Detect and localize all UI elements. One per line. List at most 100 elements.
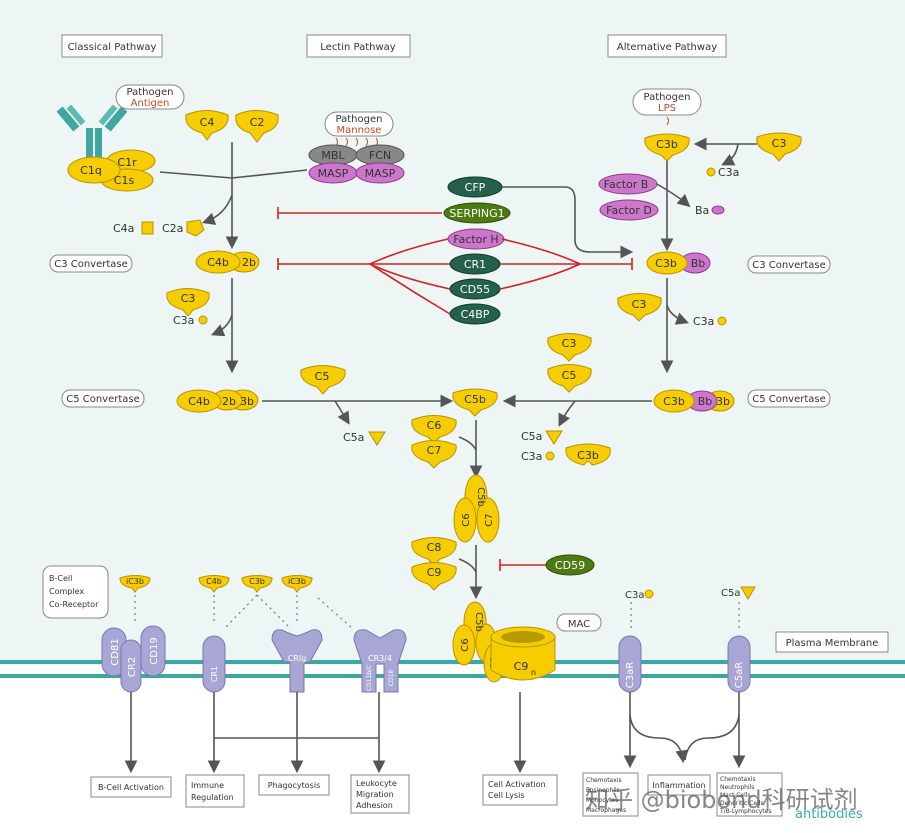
factor-b: Factor B xyxy=(598,173,658,195)
watermark: 知乎 @biobond科研试剂 xyxy=(585,786,858,814)
svg-text:C4b: C4b xyxy=(188,395,210,408)
svg-text:C3a: C3a xyxy=(718,166,739,179)
svg-text:C2: C2 xyxy=(250,116,265,129)
svg-text:Complex: Complex xyxy=(49,587,84,596)
svg-text:C2a: C2a xyxy=(162,222,183,235)
ba-fragment: Ba xyxy=(695,204,725,217)
svg-text:知乎 @biobond科研试剂: 知乎 @biobond科研试剂 xyxy=(585,786,858,814)
svg-text:Ba: Ba xyxy=(695,204,709,217)
c5-top: C5 xyxy=(300,365,346,395)
bcell-coreceptor-label: B-Cell Complex Co-Receptor xyxy=(42,565,109,619)
c3a-release-classical-arrow xyxy=(211,314,233,337)
pathogen-antigen-classical: Pathogen Antigen xyxy=(115,84,185,110)
c3a-release-alt-mid-arrow xyxy=(666,304,689,325)
svg-text:C5a: C5a xyxy=(343,431,364,444)
outcome-inflammation: Inflammation xyxy=(647,774,711,796)
receptor-crig: CRIg xyxy=(271,629,323,693)
svg-text:LPS: LPS xyxy=(658,103,676,114)
regulator-cfp: CFP xyxy=(447,176,503,198)
c3a-ligand-membrane: C3a xyxy=(625,589,654,632)
outcome-bcell-activation: B-Cell Activation xyxy=(90,776,172,798)
svg-text:Adhesion: Adhesion xyxy=(356,801,393,810)
svg-text:C5: C5 xyxy=(562,369,577,382)
mbl-fcn-masp-complex: MBL FCN MASP MASP xyxy=(308,144,405,184)
regulator-c4bp: C4BP xyxy=(449,303,501,325)
brand-logo: antibodies xyxy=(795,807,863,822)
svg-text:C9: C9 xyxy=(514,660,529,673)
svg-text:C7: C7 xyxy=(484,513,495,526)
pathway-header-classical: Classical Pathway xyxy=(61,34,163,58)
svg-text:Classical Pathway: Classical Pathway xyxy=(68,42,157,53)
svg-text:CFP: CFP xyxy=(465,181,486,194)
c3b-alternative-top: C3b xyxy=(644,133,690,162)
svg-text:Factor B: Factor B xyxy=(604,178,649,191)
svg-text:C4BP: C4BP xyxy=(461,308,490,321)
ligand-ic3b: iC3b xyxy=(281,575,313,593)
svg-text:Immune: Immune xyxy=(191,781,224,790)
c3b-right: C3b xyxy=(565,443,611,466)
svg-text:Mannose: Mannose xyxy=(337,125,382,136)
receptor-cd81-cr2-cd19: CD81 CR2 CD19 xyxy=(101,625,166,693)
svg-text:C6: C6 xyxy=(460,638,471,651)
c3a-right: C3a xyxy=(521,450,555,463)
factor-d: Factor D xyxy=(599,199,659,221)
svg-text:Bb: Bb xyxy=(698,395,713,408)
svg-text:C3a: C3a xyxy=(173,314,194,327)
c3-alt-mid: C3 xyxy=(617,293,662,322)
svg-text:C3a: C3a xyxy=(693,315,714,328)
svg-text:Antigen: Antigen xyxy=(131,98,170,109)
c9-protein: C9 xyxy=(411,562,457,591)
c5a-release-alt-arrow xyxy=(558,400,576,427)
regulator-factor-h: Factor H xyxy=(447,228,505,250)
svg-text:Cell Activation: Cell Activation xyxy=(488,780,546,789)
svg-text:CD18: CD18 xyxy=(388,670,395,687)
ligand-c4b: C4b xyxy=(198,575,230,593)
c5b: C5b xyxy=(452,388,498,417)
svg-text:C3: C3 xyxy=(772,137,787,150)
svg-text:C3: C3 xyxy=(632,298,647,311)
svg-text:Plasma Membrane: Plasma Membrane xyxy=(786,638,879,649)
c3a-release-alt-top-arrow xyxy=(721,143,739,166)
svg-text:iC3b: iC3b xyxy=(288,577,306,586)
outcome-leukocyte-migration: Leukocyte Migration Adhesion xyxy=(350,774,410,814)
c3-convertase-label-right: C3 Convertase xyxy=(747,255,831,274)
svg-text:C3b: C3b xyxy=(577,449,599,462)
receptor-c5ar: C5aR xyxy=(727,635,751,693)
plasma-membrane xyxy=(0,660,905,678)
svg-text:Regulation: Regulation xyxy=(191,793,234,802)
svg-text:Factor H: Factor H xyxy=(453,233,498,246)
svg-text:C1r: C1r xyxy=(117,156,137,169)
c3-classical: C3 xyxy=(166,288,210,317)
svg-text:Monocytes: Monocytes xyxy=(586,797,618,804)
c4-protein: C4 xyxy=(185,110,229,141)
plasma-membrane-label: Plasma Membrane xyxy=(775,631,889,653)
c4b2b3b-convertase: C4b 2b 3b xyxy=(176,389,259,413)
svg-text:FCN: FCN xyxy=(369,149,391,162)
svg-text:CD19: CD19 xyxy=(149,637,160,664)
c5b67-complex: C5b C6 C7 xyxy=(453,474,500,543)
svg-text:C5b: C5b xyxy=(473,612,484,632)
svg-text:MBL: MBL xyxy=(321,149,345,162)
factor-b-cleavage-arrow xyxy=(656,183,691,208)
svg-text:MASP: MASP xyxy=(318,167,349,180)
svg-text:C3: C3 xyxy=(562,337,577,350)
svg-text:C3a: C3a xyxy=(521,450,542,463)
svg-text:Pathogen: Pathogen xyxy=(127,87,174,98)
mac-label: MAC xyxy=(556,613,602,632)
c3bbb-convertase: C3b Bb xyxy=(646,251,711,275)
regulator-serping1: SERPING1 xyxy=(443,202,511,224)
mac-complex: C5b C6 C8 C9 n xyxy=(452,601,556,683)
c4a-c2a-release-arrow xyxy=(201,194,233,225)
svg-text:Chemotaxis: Chemotaxis xyxy=(586,777,622,784)
c6-c7-join-line xyxy=(458,436,477,451)
svg-text:B-Cell Activation: B-Cell Activation xyxy=(98,783,164,792)
outcome-chemotaxis-neutrophils: Chemotaxis Neutrophils Mast Cells Dendri… xyxy=(716,772,783,817)
outcome-phagocytosis: Phagocytosis xyxy=(258,774,330,796)
svg-text:Pathogen: Pathogen xyxy=(336,114,383,125)
pathogen-mannose-lectin: Pathogen Mannose xyxy=(324,111,394,147)
svg-text:C5: C5 xyxy=(315,370,330,383)
svg-text:Chemotaxis: Chemotaxis xyxy=(720,776,756,783)
svg-text:Mast Cells: Mast Cells xyxy=(720,792,751,799)
svg-text:Cell Lysis: Cell Lysis xyxy=(488,791,525,800)
